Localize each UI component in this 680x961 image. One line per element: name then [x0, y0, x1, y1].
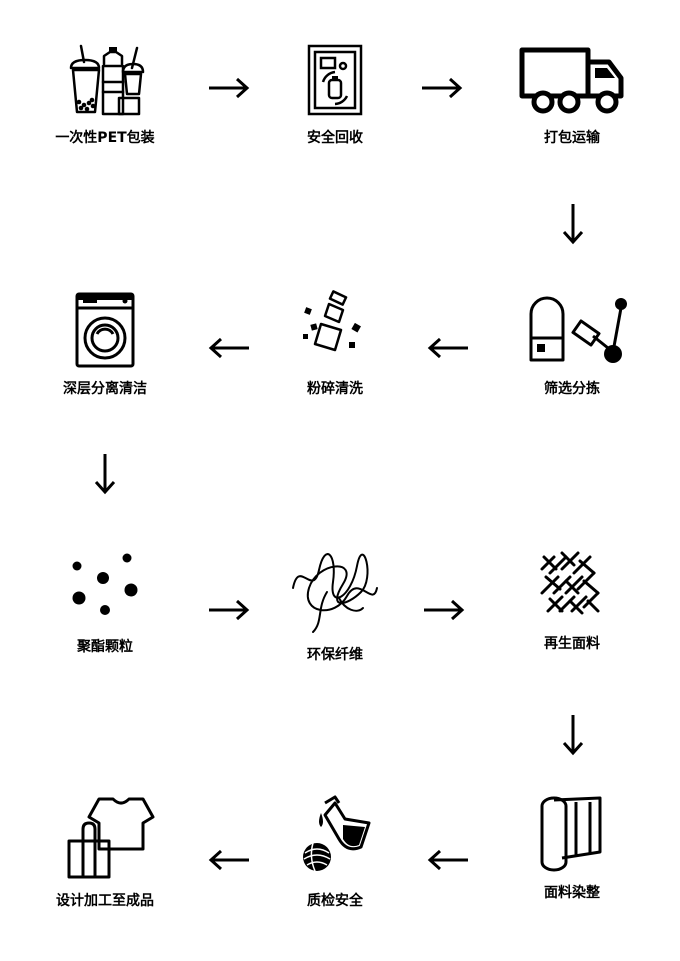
fabric-roll-icon — [540, 796, 602, 872]
step-polyester-pellets: 聚酯颗粒 — [25, 548, 185, 656]
step-pet-packaging: 一次性PET包装 — [25, 42, 185, 147]
flask-yarn-icon — [303, 795, 371, 872]
arrow-left-icon — [208, 337, 249, 359]
step-quality-inspection: 质检安全 — [255, 795, 415, 910]
step-label: 筛选分拣 — [544, 381, 600, 397]
step-recycled-fabric: 再生面料 — [492, 543, 652, 653]
step-label: 深层分离清洁 — [63, 381, 147, 397]
step-label: 粉碎清洗 — [307, 381, 363, 397]
sorting-robot-icon — [529, 296, 627, 363]
step-label: 一次性PET包装 — [55, 130, 155, 146]
step-crush-wash: 粉碎清洗 — [255, 290, 415, 398]
step-design-finished: 设计加工至成品 — [25, 795, 185, 910]
plastic-cups-bottles-icon — [69, 44, 145, 116]
arrow-left-icon — [208, 849, 249, 871]
arrow-left-icon — [427, 849, 468, 871]
step-fabric-dyeing: 面料染整 — [492, 790, 652, 902]
step-safe-recycling: 安全回收 — [255, 42, 415, 147]
step-sorting: 筛选分拣 — [492, 290, 652, 398]
arrow-left-icon — [427, 337, 468, 359]
arrow-right-icon — [209, 599, 250, 621]
step-packing-transport: 打包运输 — [492, 42, 652, 147]
step-label: 打包运输 — [544, 130, 600, 146]
washing-machine-icon — [75, 292, 135, 368]
fiber-icon — [292, 553, 378, 633]
step-label: 聚酯颗粒 — [77, 639, 133, 655]
arrow-right-icon — [422, 77, 463, 99]
step-label: 面料染整 — [544, 885, 600, 901]
truck-icon — [519, 47, 624, 114]
crushed-bottle-icon — [303, 290, 361, 352]
arrow-down-icon — [94, 454, 116, 495]
recycling-machine-icon — [307, 44, 363, 116]
arrow-down-icon — [562, 204, 584, 245]
step-label: 安全回收 — [307, 130, 363, 146]
tshirt-bag-icon — [67, 797, 155, 879]
woven-fabric-icon — [540, 551, 600, 615]
step-label: 环保纤维 — [307, 647, 363, 663]
pellets-icon — [72, 553, 138, 615]
step-label: 设计加工至成品 — [56, 893, 154, 909]
step-label: 再生面料 — [544, 636, 600, 652]
step-eco-fiber: 环保纤维 — [255, 548, 415, 664]
arrow-right-icon — [209, 77, 250, 99]
step-label: 质检安全 — [307, 893, 363, 909]
arrow-right-icon — [424, 599, 465, 621]
step-deep-cleaning: 深层分离清洁 — [25, 290, 185, 398]
arrow-down-icon — [562, 715, 584, 756]
